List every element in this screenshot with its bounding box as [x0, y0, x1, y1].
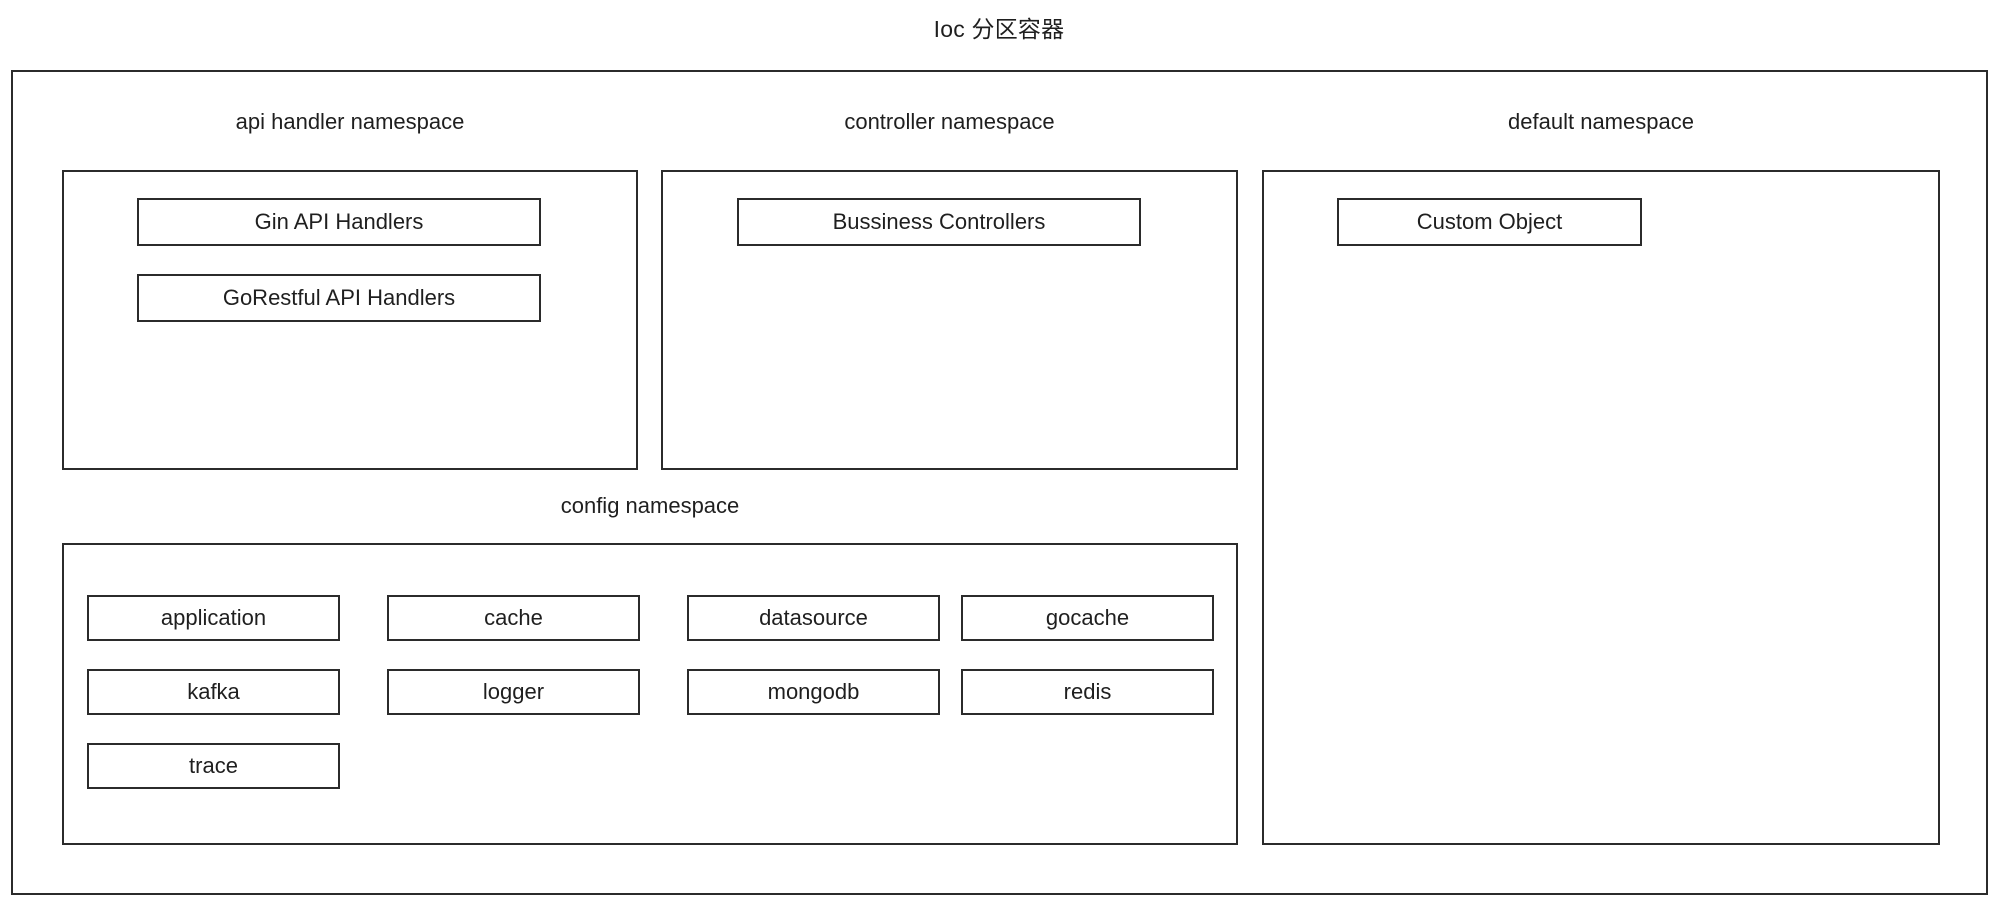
namespace-label-controller: controller namespace	[844, 109, 1055, 134]
namespace-label-default: default namespace	[1508, 109, 1694, 134]
item-config-kafka[interactable]: kafka	[87, 669, 340, 715]
item-config-datasource[interactable]: datasource	[687, 595, 940, 641]
item-gorestful-api-handlers[interactable]: GoRestful API Handlers	[137, 274, 541, 322]
item-config-cache[interactable]: cache	[387, 595, 640, 641]
item-config-application[interactable]: application	[87, 595, 340, 641]
item-config-mongodb[interactable]: mongodb	[687, 669, 940, 715]
item-config-gocache[interactable]: gocache	[961, 595, 1214, 641]
namespace-label-api-handler: api handler namespace	[235, 109, 465, 134]
item-config-logger[interactable]: logger	[387, 669, 640, 715]
diagram-title: Ioc 分区容器	[933, 16, 1065, 42]
item-config-redis[interactable]: redis	[961, 669, 1214, 715]
namespace-label-config: config namespace	[560, 493, 740, 518]
item-bussiness-controllers[interactable]: Bussiness Controllers	[737, 198, 1141, 246]
item-gin-api-handlers[interactable]: Gin API Handlers	[137, 198, 541, 246]
namespace-panel-default	[1262, 170, 1940, 845]
item-custom-object[interactable]: Custom Object	[1337, 198, 1642, 246]
item-config-trace[interactable]: trace	[87, 743, 340, 789]
